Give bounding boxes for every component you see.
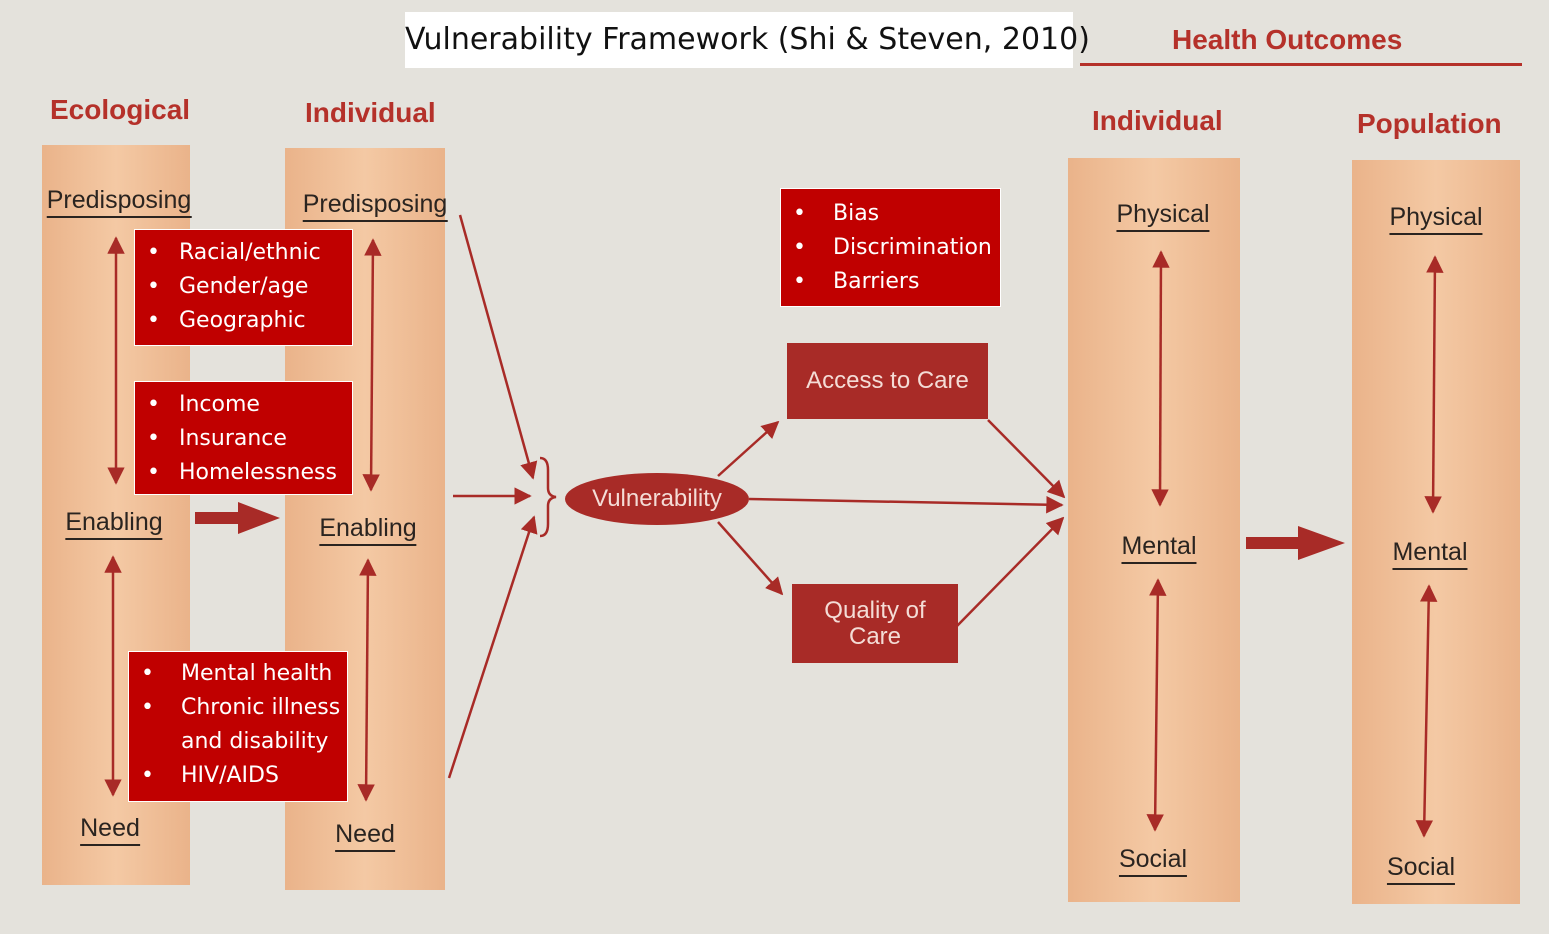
list-item: Bias (781, 197, 1000, 231)
quality-of-care-box: Quality of Care (792, 584, 958, 663)
list-item: Insurance (135, 422, 352, 456)
predisposing-factors-box: Racial/ethnic Gender/age Geographic (134, 229, 353, 346)
outcome-individual-physical-label: Physical (1116, 200, 1210, 232)
quality-of-care-label-line2: Care (848, 622, 902, 650)
outcome-individual-upper-arrow (1151, 250, 1170, 507)
list-item: Barriers (781, 265, 1000, 299)
outcome-individual-social-label: Social (1118, 845, 1188, 877)
individual-need-label: Need (335, 820, 395, 852)
access-to-outcomes-arrow (987, 419, 1066, 499)
list-item: Mental health (129, 657, 347, 691)
quality-to-outcomes-arrow (956, 516, 1065, 627)
ecological-predisposing-label: Predisposing (46, 186, 192, 218)
outcome-population-upper-arrow (1424, 255, 1444, 514)
quality-of-care-label-line1: Quality of (824, 596, 926, 624)
list-item: Income (135, 388, 352, 422)
ecological-header: Ecological (50, 94, 191, 125)
list-item: Racial/ethnic (135, 236, 352, 270)
list-item: and disability (181, 729, 329, 754)
need-factors-box: Mental health Chronic illness and disabi… (128, 651, 348, 802)
ecological-enabling-label: Enabling (65, 508, 163, 540)
individual-left-header: Individual (305, 97, 436, 128)
outcome-population-social-label: Social (1386, 853, 1456, 885)
list-item: Geographic (135, 304, 352, 338)
access-to-care-box: Access to Care (787, 343, 988, 419)
vulnerability-to-quality-arrow (717, 521, 784, 596)
outcome-individual-mental-label: Mental (1121, 532, 1197, 564)
individual-lower-arrow (357, 558, 377, 802)
barrier-factors-box: Bias Discrimination Barriers (780, 188, 1001, 307)
enabling-factors-box: Income Insurance Homelessness (134, 381, 353, 495)
access-to-care-label: Access to Care (806, 367, 969, 394)
outcome-population-physical-label: Physical (1389, 203, 1483, 235)
vulnerability-node: Vulnerability (565, 473, 749, 525)
individual-upper-arrow (362, 238, 382, 492)
individual-enabling-label: Enabling (319, 514, 417, 546)
vulnerability-to-access-arrow (717, 420, 780, 477)
list-item: Homelessness (135, 456, 352, 490)
need-to-vulnerability-arrow (447, 515, 538, 779)
predisposing-to-vulnerability-arrow (458, 214, 538, 480)
outcome-population-lower-arrow (1415, 584, 1438, 838)
converging-bracket (539, 456, 557, 538)
list-item: Discrimination (781, 231, 1000, 265)
health-outcomes-header: Health Outcomes (1172, 24, 1403, 55)
list-item: Chronic illness (129, 691, 347, 725)
individual-right-header: Individual (1092, 105, 1223, 136)
list-item: Gender/age (135, 270, 352, 304)
population-header: Population (1357, 108, 1502, 139)
individual-predisposing-label: Predisposing (302, 190, 448, 222)
health-outcomes-underline (1080, 63, 1522, 66)
vulnerability-to-outcomes-arrow (748, 495, 1064, 514)
list-item: HIV/AIDS (129, 759, 347, 793)
ecological-to-individual-thick-arrow (195, 502, 280, 534)
individual-to-population-thick-arrow (1246, 526, 1345, 560)
diagram-title: Vulnerability Framework (Shi & Steven, 2… (405, 12, 1090, 68)
outcome-population-mental-label: Mental (1392, 538, 1468, 570)
ecological-need-label: Need (80, 814, 140, 846)
outcome-individual-lower-arrow (1146, 578, 1167, 832)
